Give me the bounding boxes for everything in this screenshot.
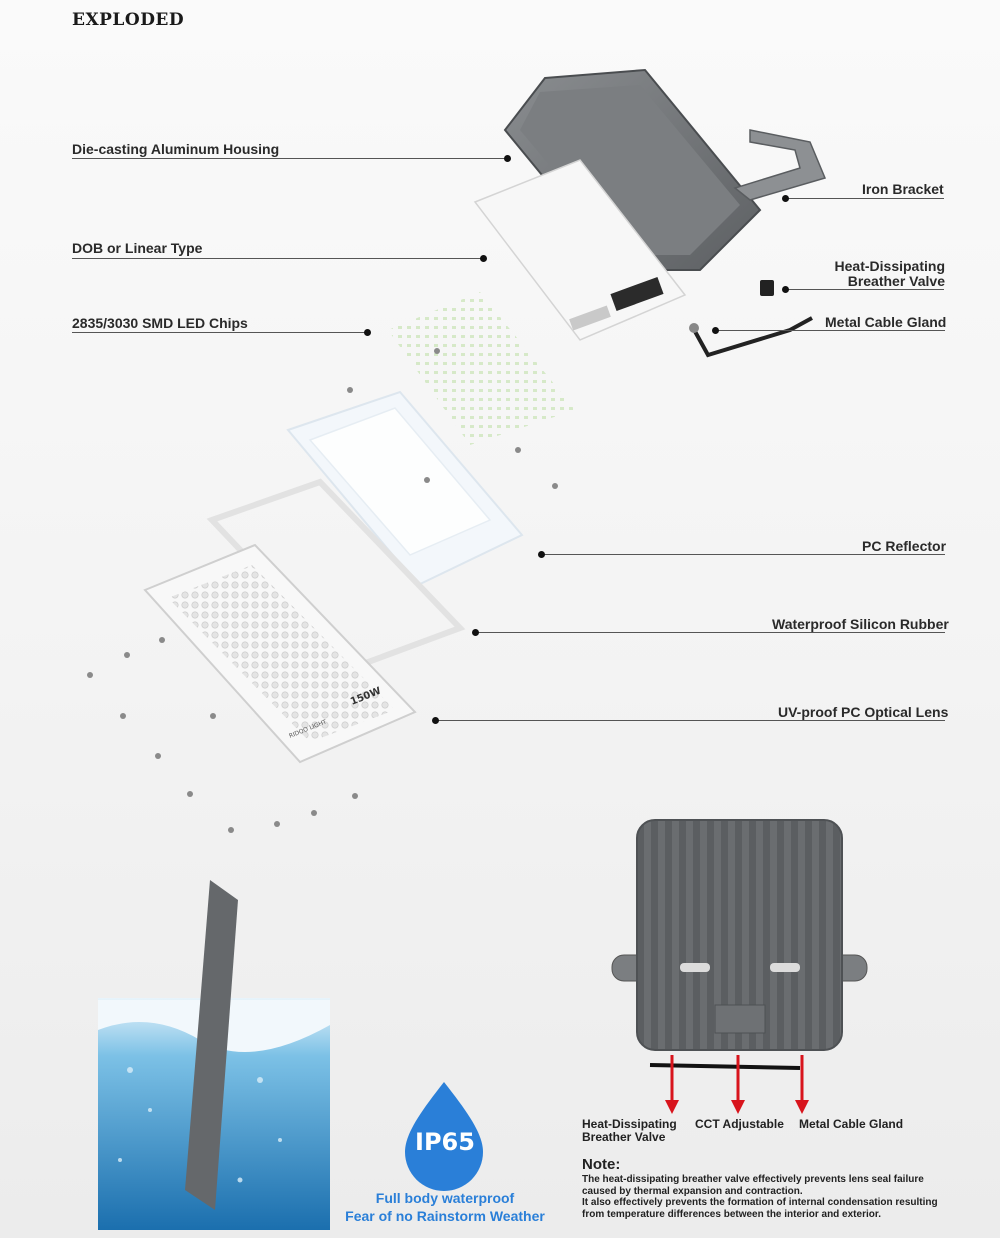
pointer-dot-dob <box>480 255 487 262</box>
callout-valve-line2: Breather Valve <box>582 1130 666 1144</box>
pointer-dot-valve <box>782 286 789 293</box>
callout-arrows <box>665 1055 809 1114</box>
iron-bracket-part <box>733 129 827 201</box>
leader-valve <box>786 289 944 290</box>
label-reflector: PC Reflector <box>862 538 947 554</box>
label-bracket: Iron Bracket <box>862 181 944 197</box>
label-gland: Metal Cable Gland <box>825 314 947 330</box>
leader-gland <box>716 330 945 331</box>
leader-housing <box>72 158 508 159</box>
callout-cct: CCT Adjustable <box>695 1117 784 1131</box>
note-line-3: It also effectively prevents the formati… <box>582 1197 938 1208</box>
leader-dob <box>72 258 484 259</box>
page-title: EXPLODED <box>72 10 185 30</box>
breather-valve-part <box>760 280 774 296</box>
callout-valve: Heat-Dissipating Breather Valve <box>582 1118 677 1144</box>
label-valve-line2: Breather Valve <box>847 273 945 289</box>
leader-chips <box>72 332 368 333</box>
cable-gland-part <box>689 316 813 358</box>
label-valve-line1: Heat-Dissipating <box>834 258 945 274</box>
note-line-1: The heat-dissipating breather valve effe… <box>582 1174 924 1185</box>
optical-lens-part: 150W RIDOO LIGHT <box>143 543 417 764</box>
waterproof-caption-1: Full body waterproof <box>375 1190 515 1206</box>
leader-reflector <box>542 554 945 555</box>
label-rubber: Waterproof Silicon Rubber <box>772 616 949 632</box>
pointer-dot-lens <box>432 717 439 724</box>
label-dob: DOB or Linear Type <box>72 240 203 256</box>
pc-reflector-part <box>286 390 524 587</box>
ip-rating: IP65 <box>415 1128 475 1156</box>
pointer-dot-rubber <box>472 629 479 636</box>
screws <box>87 348 558 833</box>
callout-gland: Metal Cable Gland <box>799 1117 904 1131</box>
led-chip-array <box>388 292 575 445</box>
label-housing: Die-casting Aluminum Housing <box>72 141 280 157</box>
housing-part <box>503 68 762 271</box>
dob-board-part <box>473 159 687 341</box>
water-drop-icon <box>405 1082 483 1191</box>
pointer-dot-chips <box>364 329 371 336</box>
floodlight-back-view <box>611 819 868 1070</box>
pointer-dot-housing <box>504 155 511 162</box>
note-line-2: caused by thermal expansion and contract… <box>582 1185 803 1197</box>
label-chips: 2835/3030 SMD LED Chips <box>72 315 248 331</box>
callout-valve-line1: Heat-Dissipating <box>582 1117 677 1131</box>
note-text: The heat-dissipating breather valve effe… <box>582 1174 962 1220</box>
pointer-dot-bracket <box>782 195 789 202</box>
label-lens: UV-proof PC Optical Lens <box>778 704 949 720</box>
label-valve: Heat-Dissipating Breather Valve <box>800 259 945 289</box>
note-line-4: from temperature differences between the… <box>582 1208 881 1220</box>
pointer-dot-gland <box>712 327 719 334</box>
water-photo <box>98 880 330 1230</box>
waterproof-caption-2: Fear of no Rainstorm Weather <box>345 1208 545 1224</box>
note-title: Note: <box>582 1156 621 1173</box>
leader-bracket <box>786 198 944 199</box>
leader-rubber <box>476 632 945 633</box>
leader-lens <box>436 720 945 721</box>
pointer-dot-reflector <box>538 551 545 558</box>
